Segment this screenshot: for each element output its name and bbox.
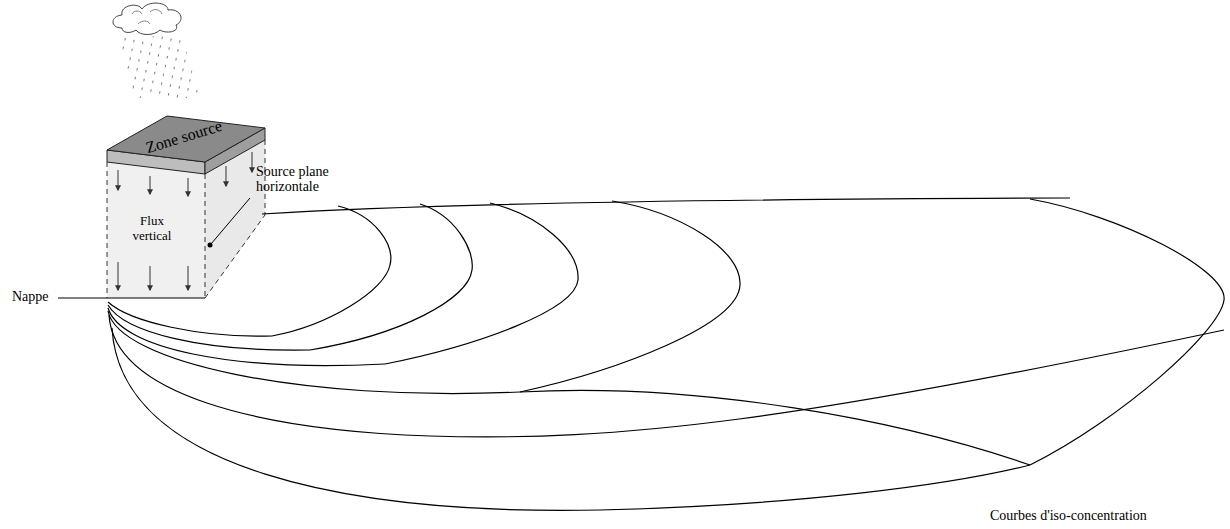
iso-concentration-curves bbox=[108, 198, 1224, 510]
vertical-flux-panel: Flux vertical bbox=[125, 212, 179, 246]
cloud bbox=[113, 3, 181, 34]
cloud-detail bbox=[132, 10, 162, 24]
flux-front-face bbox=[107, 162, 205, 298]
dashed-edges bbox=[107, 140, 265, 298]
leader-line bbox=[211, 198, 250, 244]
water-table bbox=[58, 297, 205, 298]
rain bbox=[118, 36, 200, 98]
curves-label: Courbes d'iso-concentration bbox=[990, 508, 1147, 523]
flux-label: Flux vertical bbox=[127, 214, 177, 244]
flux-arrows bbox=[118, 152, 252, 290]
source-plane-label: Source plane horizontale bbox=[256, 164, 358, 195]
water-table-label: Nappe bbox=[12, 289, 49, 304]
